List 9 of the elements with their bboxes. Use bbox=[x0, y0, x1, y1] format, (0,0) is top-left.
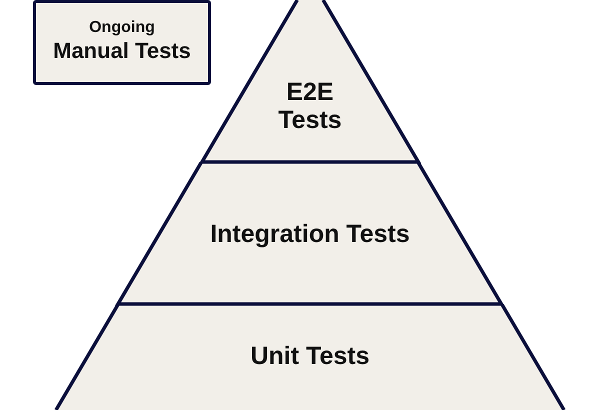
tier-label: Unit Tests bbox=[249, 342, 370, 370]
box-subheading: Ongoing bbox=[89, 18, 155, 38]
note-box bbox=[33, 0, 211, 85]
tier-label: Integration Tests bbox=[209, 220, 411, 248]
tier-label: E2E Tests bbox=[277, 78, 343, 134]
pyramid-tier bbox=[198, 0, 422, 164]
pyramid-tier bbox=[52, 304, 567, 410]
box-heading: Manual Tests bbox=[53, 38, 191, 64]
pyramid-tier bbox=[115, 162, 505, 306]
